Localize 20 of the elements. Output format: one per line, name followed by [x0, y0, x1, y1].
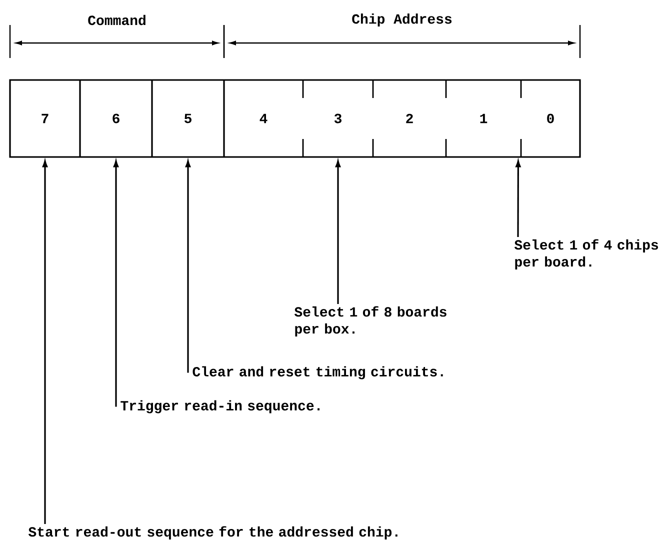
description-text: Trigger read-in sequence. — [120, 400, 320, 414]
arrow — [335, 160, 341, 304]
bit-cell: 4 — [260, 114, 268, 124]
arrow — [516, 160, 521, 237]
description-text: Select 1 of 8 boards per box. — [294, 306, 446, 336]
description-text: Clear and reset timing circuits. — [192, 366, 443, 380]
bit-cell: 5 — [184, 114, 192, 124]
arrow — [42, 160, 48, 524]
bit-cell: 6 — [112, 114, 120, 124]
description-text: Select 1 of 4 chips per board. — [514, 239, 658, 270]
arrow — [185, 160, 191, 373]
bit-cell: 2 — [406, 114, 413, 124]
bit-cell: 3 — [334, 114, 342, 124]
dimension-label: Chip Address — [352, 13, 452, 27]
bit-cell: 1 — [480, 114, 488, 124]
dimension-label: Command — [88, 14, 146, 26]
bit-cell: 7 — [42, 114, 48, 124]
bit-cell: 0 — [547, 114, 554, 124]
description-text: Start read-out sequence for the addressed chip. — [28, 526, 398, 540]
arrow — [113, 160, 119, 407]
